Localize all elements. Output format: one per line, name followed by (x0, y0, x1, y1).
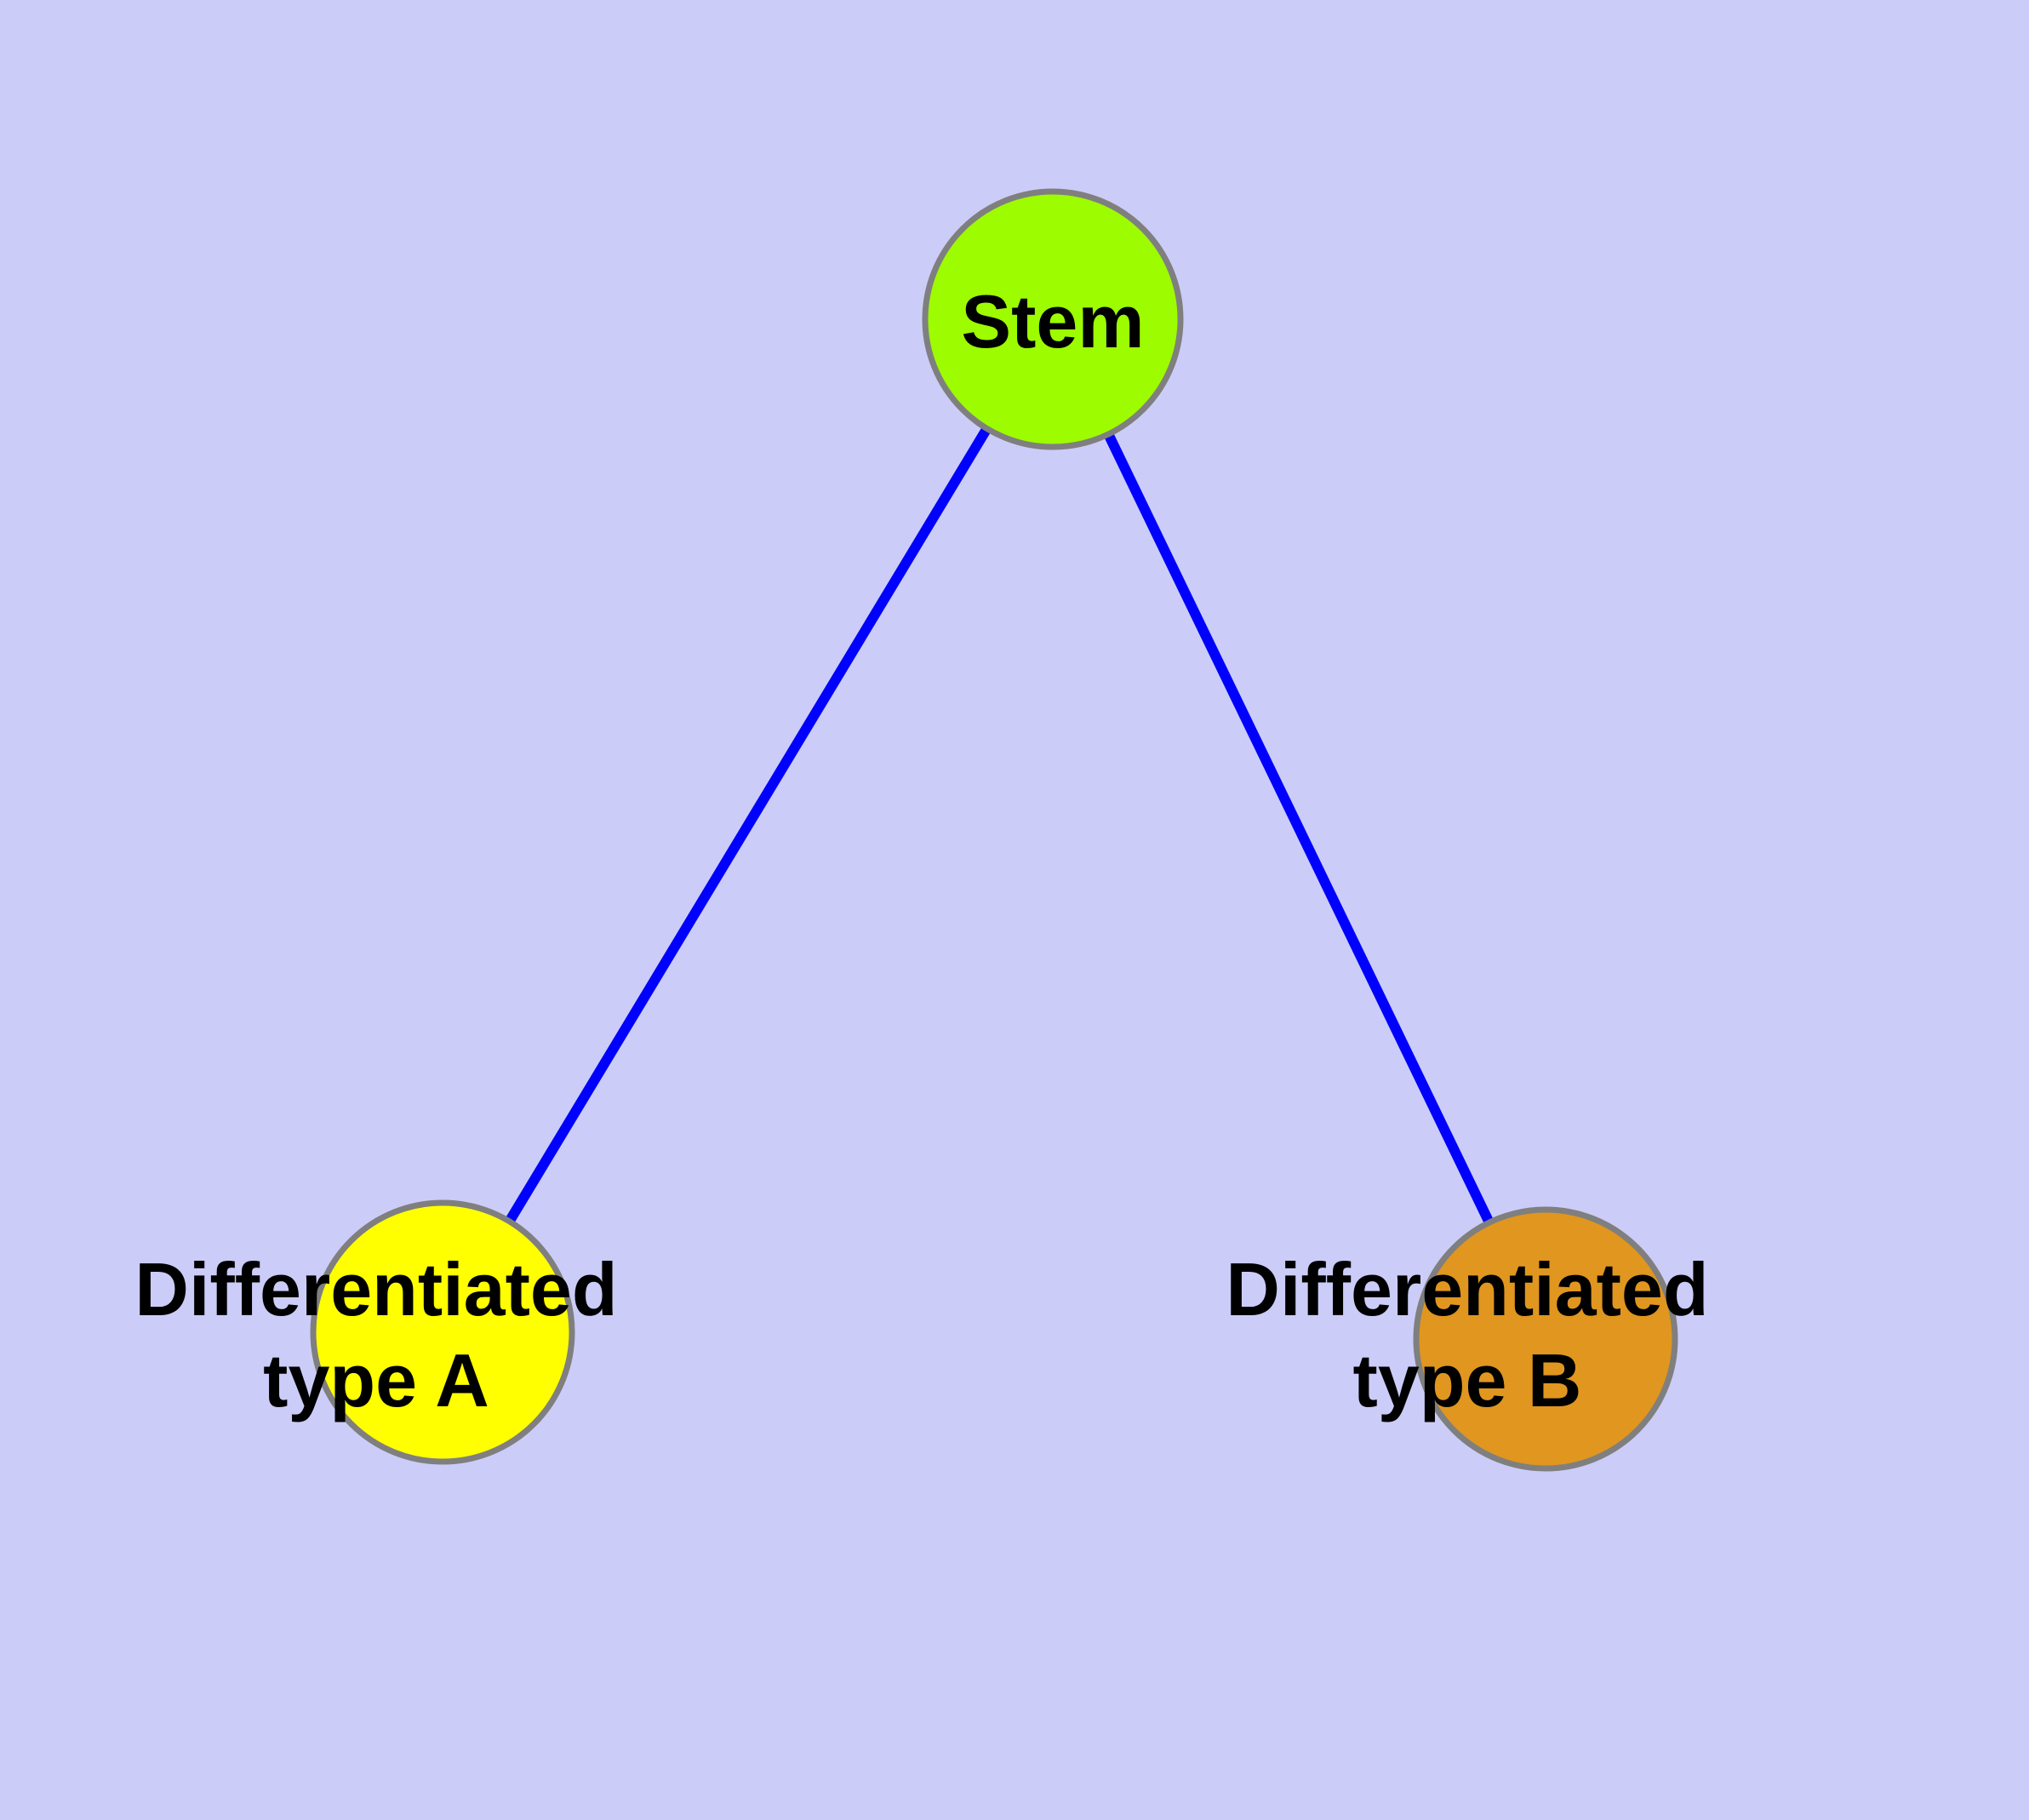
graph-edge[interactable] (437, 316, 1058, 1336)
graph-edge[interactable] (1048, 317, 1551, 1342)
graph-node-label-line: Differentiated (134, 1247, 617, 1331)
graph-node-diff_b[interactable] (1413, 1206, 1678, 1472)
edges-layer (437, 316, 1551, 1342)
graph-node-label-line: type A (263, 1338, 489, 1422)
graph-node-label-line: Stem (961, 279, 1144, 363)
graph-node-stem[interactable] (922, 188, 1184, 450)
graph-node-diff_a[interactable] (310, 1199, 575, 1465)
graph-node-label-line: type B (1353, 1338, 1582, 1422)
graph-node-label-line: Differentiated (1226, 1247, 1708, 1331)
graph-node-label-stem: Stem (961, 279, 1144, 363)
nodes-layer (310, 188, 1678, 1472)
